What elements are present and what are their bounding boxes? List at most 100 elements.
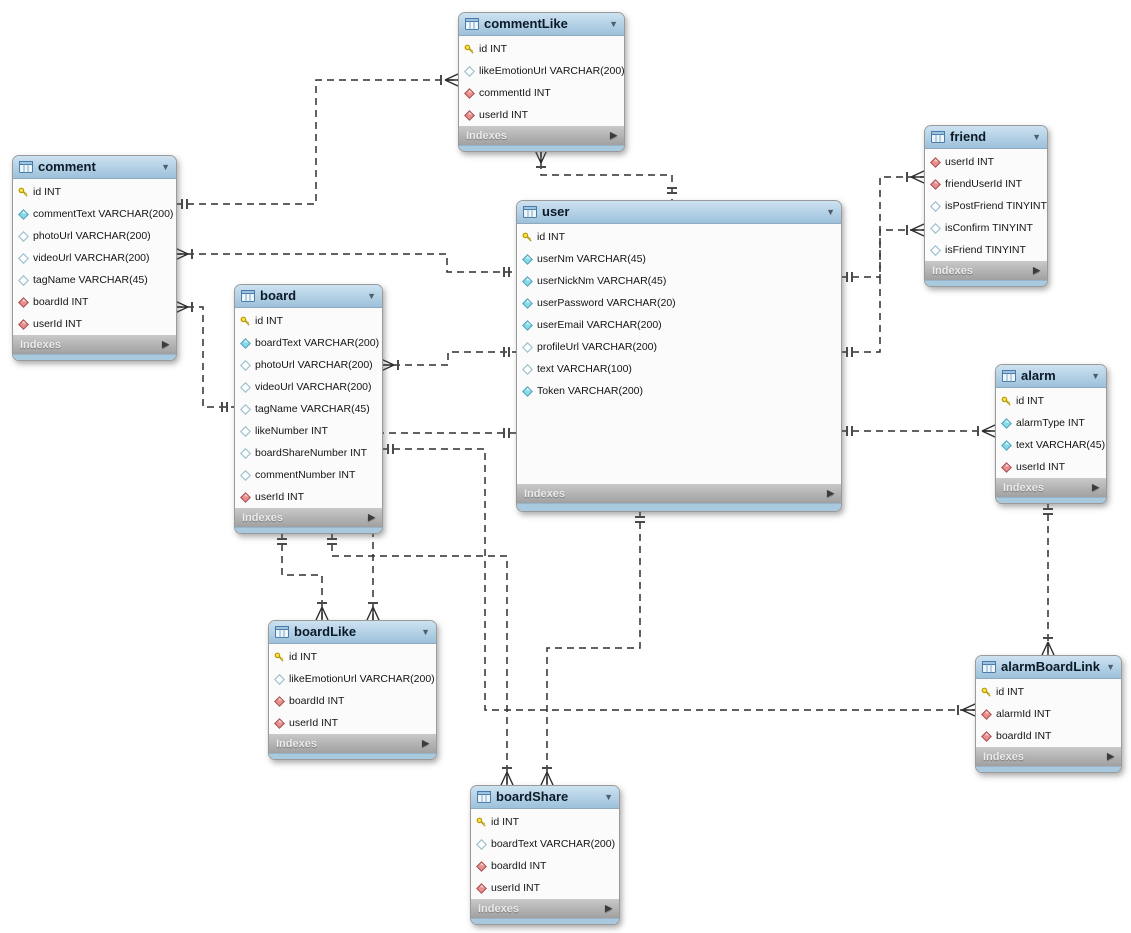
column-row: videoUrl VARCHAR(200) xyxy=(13,247,176,269)
table-boardLike[interactable]: boardLike▼id INT likeEmotionUrl VARCHAR(2… xyxy=(268,620,437,760)
collapse-triangle-icon[interactable]: ▼ xyxy=(367,291,376,301)
relationship-user-boardLike xyxy=(372,432,516,620)
indexes-bar[interactable]: Indexes▶ xyxy=(13,335,176,354)
column-row: boardId INT xyxy=(471,855,619,877)
nullable-icon xyxy=(929,200,942,212)
indexes-expand-arrow-icon[interactable]: ▶ xyxy=(1107,751,1114,761)
column-row: id INT xyxy=(269,646,436,668)
column-row: commentId INT xyxy=(459,82,624,104)
table-title: alarmBoardLink xyxy=(1001,659,1100,674)
key-icon xyxy=(18,187,29,198)
column-label: commentNumber INT xyxy=(255,469,356,481)
indexes-bar[interactable]: Indexes▶ xyxy=(235,508,382,527)
indexes-label: Indexes xyxy=(524,487,565,500)
indexes-bar[interactable]: Indexes ▶ xyxy=(517,484,841,503)
column-label: friendUserId INT xyxy=(945,178,1023,190)
crow-foot-marker xyxy=(540,771,554,786)
fk-icon xyxy=(464,109,475,121)
column-label: likeNumber INT xyxy=(255,425,328,437)
nullable-icon xyxy=(239,359,252,371)
indexes-bar[interactable]: Indexes▶ xyxy=(269,734,436,753)
indexes-expand-arrow-icon[interactable]: ▶ xyxy=(1092,482,1099,492)
indexes-expand-arrow-icon[interactable]: ▶ xyxy=(422,738,429,748)
key-icon xyxy=(274,652,285,663)
fk-icon xyxy=(476,882,487,894)
collapse-triangle-icon[interactable]: ▼ xyxy=(1091,371,1100,381)
column-label: boardShareNumber INT xyxy=(255,447,368,459)
column-row: userPassword VARCHAR(20) xyxy=(517,292,841,314)
table-header[interactable]: alarmBoardLink ▼ xyxy=(976,656,1121,679)
collapse-triangle-icon[interactable]: ▼ xyxy=(421,627,430,637)
table-header[interactable]: comment ▼ xyxy=(13,156,176,179)
relationship-user-boardShare xyxy=(546,510,641,785)
table-board[interactable]: board ▼ id INT boardText VARCHAR(200) photoU… xyxy=(234,284,383,534)
column-label: id INT xyxy=(1016,395,1045,407)
relationship-board-boardLike xyxy=(281,532,323,620)
column-row: userNm VARCHAR(45) xyxy=(517,248,841,270)
indexes-bar[interactable]: Indexes▶ xyxy=(925,261,1047,280)
column-row: id INT xyxy=(517,226,841,248)
table-header[interactable]: user▼ xyxy=(517,201,841,224)
column-label: userNm VARCHAR(45) xyxy=(537,253,646,265)
indexes-expand-arrow-icon[interactable]: ▶ xyxy=(827,488,834,498)
column-label: photoUrl VARCHAR(200) xyxy=(255,359,373,371)
column-row: isConfirm TINYINT xyxy=(925,217,1047,239)
required-icon xyxy=(240,337,251,349)
indexes-bar[interactable]: Indexes▶ xyxy=(976,747,1121,766)
column-row: id INT xyxy=(976,681,1121,703)
column-row: Token VARCHAR(200) xyxy=(517,380,841,402)
nullable-icon xyxy=(239,469,252,481)
column-label: id INT xyxy=(479,43,508,55)
column-row: boardId INT xyxy=(976,725,1121,747)
collapse-triangle-icon[interactable]: ▼ xyxy=(1032,132,1041,142)
table-icon xyxy=(241,290,255,302)
fk-icon xyxy=(464,87,475,99)
table-title: comment xyxy=(38,159,96,174)
column-label: userId INT xyxy=(479,109,529,121)
table-header[interactable]: boardLike▼ xyxy=(269,621,436,644)
crow-foot-marker xyxy=(380,358,395,372)
column-row: likeNumber INT xyxy=(235,420,382,442)
column-label: id INT xyxy=(996,686,1025,698)
indexes-bar[interactable]: Indexes▶ xyxy=(996,478,1106,497)
indexes-expand-arrow-icon[interactable]: ▶ xyxy=(605,903,612,913)
indexes-bar[interactable]: Indexes▶ xyxy=(459,126,624,145)
table-header[interactable]: commentLike▼ xyxy=(459,13,624,36)
column-label: profileUrl VARCHAR(200) xyxy=(537,341,658,353)
collapse-triangle-icon[interactable]: ▼ xyxy=(1106,662,1115,672)
indexes-expand-arrow-icon[interactable]: ▶ xyxy=(1033,265,1040,275)
collapse-triangle-icon[interactable]: ▼ xyxy=(161,162,170,172)
relationship-comment-commentLike xyxy=(175,79,458,205)
column-label: likeEmotionUrl VARCHAR(200) xyxy=(289,673,435,685)
table-header[interactable]: alarm▼ xyxy=(996,365,1106,388)
table-icon xyxy=(982,661,996,673)
column-label: tagName VARCHAR(45) xyxy=(33,274,148,286)
table-footer-strip xyxy=(925,280,1047,286)
column-label: boardText VARCHAR(200) xyxy=(255,337,380,349)
column-label: id INT xyxy=(255,315,284,327)
collapse-triangle-icon[interactable]: ▼ xyxy=(609,19,618,29)
collapse-triangle-icon[interactable]: ▼ xyxy=(604,792,613,802)
indexes-expand-arrow-icon[interactable]: ▶ xyxy=(162,339,169,349)
indexes-expand-arrow-icon[interactable]: ▶ xyxy=(368,512,375,522)
table-header[interactable]: boardShare▼ xyxy=(471,786,619,809)
fk-icon xyxy=(930,156,941,168)
table-header[interactable]: board ▼ xyxy=(235,285,382,308)
indexes-expand-arrow-icon[interactable]: ▶ xyxy=(610,130,617,140)
nullable-icon xyxy=(239,447,252,459)
collapse-triangle-icon[interactable]: ▼ xyxy=(826,207,835,217)
indexes-bar[interactable]: Indexes▶ xyxy=(471,899,619,918)
table-header[interactable]: friend▼ xyxy=(925,126,1047,149)
table-title: board xyxy=(260,288,297,303)
nullable-icon xyxy=(929,244,942,256)
column-label: commentText VARCHAR(200) xyxy=(33,208,174,220)
